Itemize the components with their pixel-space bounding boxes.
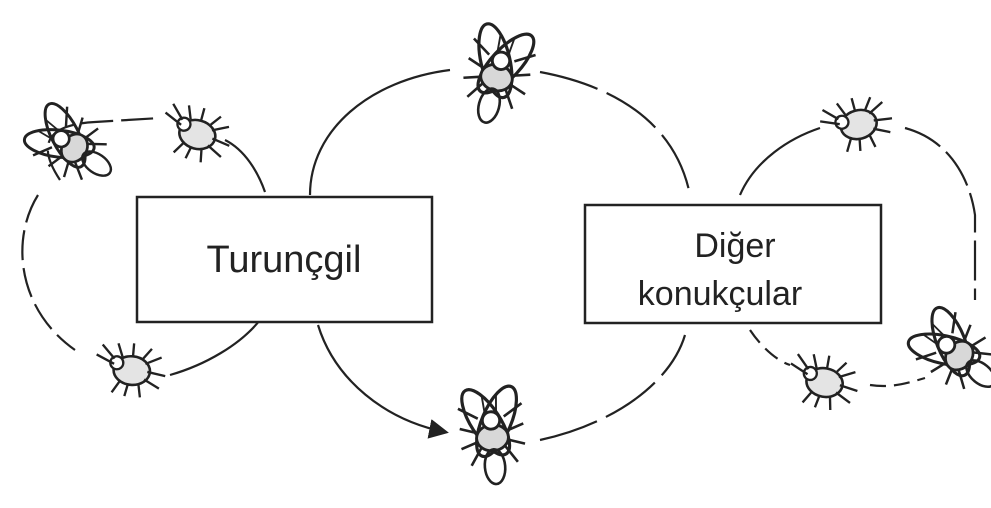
left-loop-top-right-arc [224, 139, 267, 193]
diger-label-line2: konukçular [638, 275, 802, 313]
middle-loop-bottom-left-arc [316, 324, 449, 439]
winged-aphid-icon [893, 292, 991, 413]
middle-loop-top-left-arc [308, 68, 451, 196]
right-loop-top-right-arc [904, 126, 977, 300]
right-loop-left-arc [738, 126, 821, 196]
winged-aphid-icon [448, 12, 548, 134]
turuncgil-box: Turunçgil [135, 195, 434, 324]
left-loop-left-arc [21, 194, 76, 351]
left-loop-bottom-arc [169, 319, 261, 377]
diger-konukcular-box: Diğer konukçular [583, 203, 883, 325]
middle-loop-bottom-right-arc [539, 334, 687, 442]
right-loop-bottom-left-arc [749, 329, 791, 367]
diger-label-line1: Diğer [694, 227, 775, 265]
winged-aphid-icon [450, 377, 534, 489]
wingless-aphid-icon [815, 88, 900, 161]
right-loop-bottom-right-arc [869, 376, 926, 388]
winged-aphid-icon [10, 89, 131, 202]
turuncgil-label: Turunçgil [207, 239, 362, 281]
middle-loop-top-right-arc [539, 70, 692, 196]
wingless-aphid-icon [782, 348, 864, 416]
wingless-aphid-icon [154, 97, 239, 170]
wingless-aphid-icon [91, 338, 170, 401]
